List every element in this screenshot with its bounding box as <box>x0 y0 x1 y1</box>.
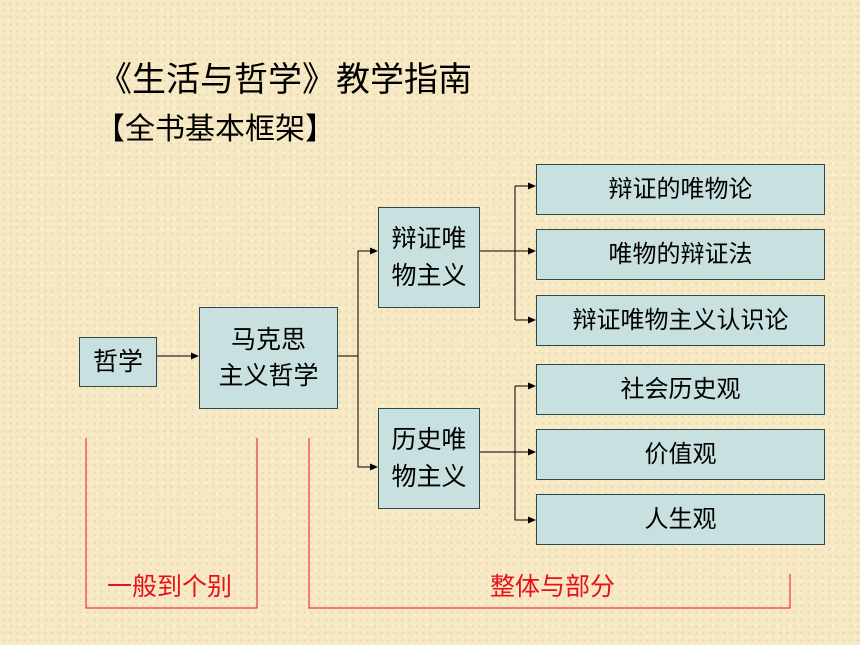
leaf-social-history-view: 社会历史观 <box>536 364 825 415</box>
connector-dialectical-branches <box>480 186 516 320</box>
leaf-label: 人生观 <box>644 505 717 534</box>
leaf-life-view: 人生观 <box>536 494 825 545</box>
node-historical-materialism-label: 历史唯 物主义 <box>391 425 467 491</box>
node-philosophy-label: 哲学 <box>92 346 143 376</box>
leaf-label: 唯物的辩证法 <box>608 240 753 269</box>
node-dialectical-materialism: 辩证唯 物主义 <box>378 207 480 308</box>
leaf-label: 社会历史观 <box>620 375 741 404</box>
page-subtitle: 【全书基本框架】 <box>95 112 335 147</box>
connector-marxism-branches <box>338 250 376 468</box>
node-marxist-philosophy-label: 马克思 主义哲学 <box>218 324 319 390</box>
node-marxist-philosophy: 马克思 主义哲学 <box>199 307 338 409</box>
node-historical-materialism: 历史唯 物主义 <box>378 408 480 509</box>
leaf-values-view: 价值观 <box>536 429 825 480</box>
leaf-label: 辩证唯物主义认识论 <box>572 306 789 335</box>
bracket-left <box>85 438 258 609</box>
bracket-label-whole-and-part: 整体与部分 <box>490 572 616 601</box>
bracket-label-general-to-particular: 一般到个别 <box>107 572 233 601</box>
page-title: 《生活与哲学》教学指南 <box>98 60 472 100</box>
connector-historical-branches <box>480 386 516 520</box>
node-dialectical-materialism-label: 辩证唯 物主义 <box>391 224 467 290</box>
leaf-dialectical-materialism-theory: 辩证的唯物论 <box>536 164 825 215</box>
leaf-materialist-dialectics: 唯物的辩证法 <box>536 229 825 280</box>
leaf-label: 价值观 <box>644 440 717 469</box>
node-philosophy: 哲学 <box>79 337 157 387</box>
leaf-label: 辩证的唯物论 <box>608 175 753 204</box>
leaf-epistemology: 辩证唯物主义认识论 <box>536 295 825 346</box>
bracket-right <box>308 438 791 609</box>
